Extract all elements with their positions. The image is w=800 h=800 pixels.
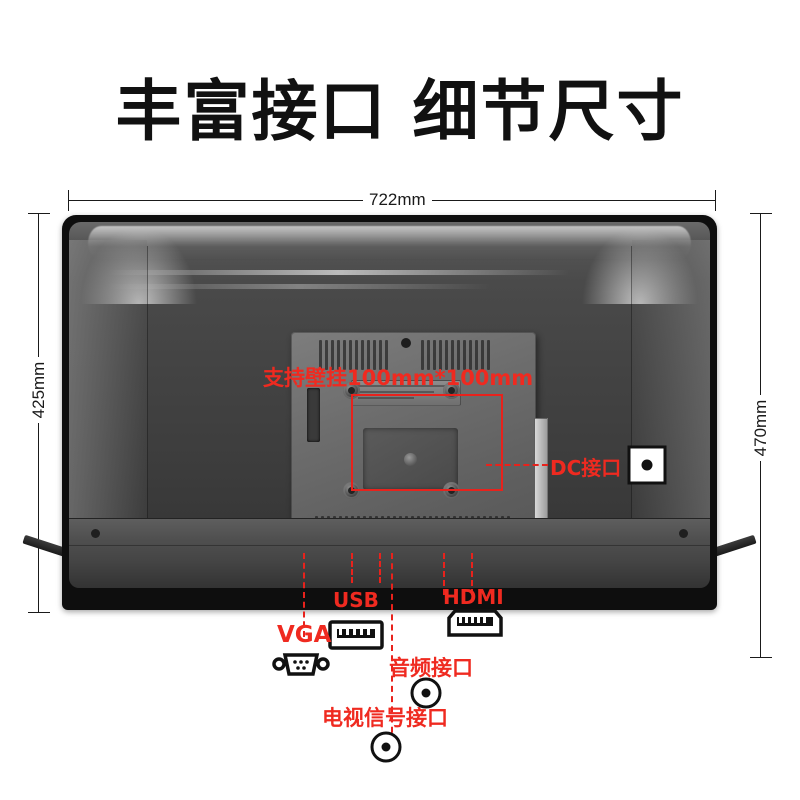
coaxial-rf-jack-icon — [369, 730, 403, 764]
spec-label-plate — [351, 380, 461, 406]
tv-chassis — [62, 215, 717, 610]
width-dimension-label: 722mm — [363, 190, 432, 210]
panel-height-dimension-label: 425mm — [29, 357, 49, 423]
dc-port-plate — [534, 418, 548, 530]
housing-screw-right — [679, 529, 688, 538]
usb-port-label: USB — [333, 588, 379, 612]
tv-back-panel — [69, 222, 710, 555]
hdmi-port-label: HDMI — [443, 585, 504, 609]
vent-slots-top-left — [319, 340, 388, 370]
housing-screw-left — [91, 529, 100, 538]
module-screw-dot — [401, 338, 411, 348]
module-slot-strip — [307, 388, 320, 442]
dc-port-label: DC接口 — [550, 456, 622, 480]
audio-port-label: 音频接口 — [389, 656, 473, 680]
side-panel-right — [632, 240, 710, 555]
side-seam-left — [147, 246, 148, 555]
tv-signal-port-label: 电视信号接口 — [322, 706, 448, 730]
gloss-streak-lower — [107, 284, 493, 289]
television-rear-view — [22, 215, 757, 610]
dc-power-jack-icon — [627, 445, 667, 485]
side-seam-right — [631, 246, 632, 555]
page-title: 丰富接口 细节尺寸 — [115, 73, 685, 150]
vent-slots-top-right — [421, 340, 490, 370]
vesa-annotation-label: 支持壁挂100mm*100mm — [263, 366, 534, 390]
vga-dsub-connector-icon — [272, 650, 330, 680]
tv-lower-housing — [69, 518, 710, 588]
vesa-mount-module — [291, 332, 548, 555]
corner-highlight-left — [79, 224, 199, 304]
usb-type-a-connector-icon — [328, 620, 384, 650]
center-boss-pad — [363, 428, 458, 490]
total-height-dimension-label: 470mm — [751, 395, 771, 461]
audio-jack-icon — [409, 676, 443, 710]
hdmi-connector-icon — [446, 608, 504, 638]
gloss-streak-upper — [107, 270, 569, 275]
vga-port-label: VGA — [277, 622, 332, 648]
corner-highlight-right — [580, 224, 700, 304]
lower-housing-seam — [69, 545, 710, 546]
side-panel-left — [69, 240, 147, 555]
